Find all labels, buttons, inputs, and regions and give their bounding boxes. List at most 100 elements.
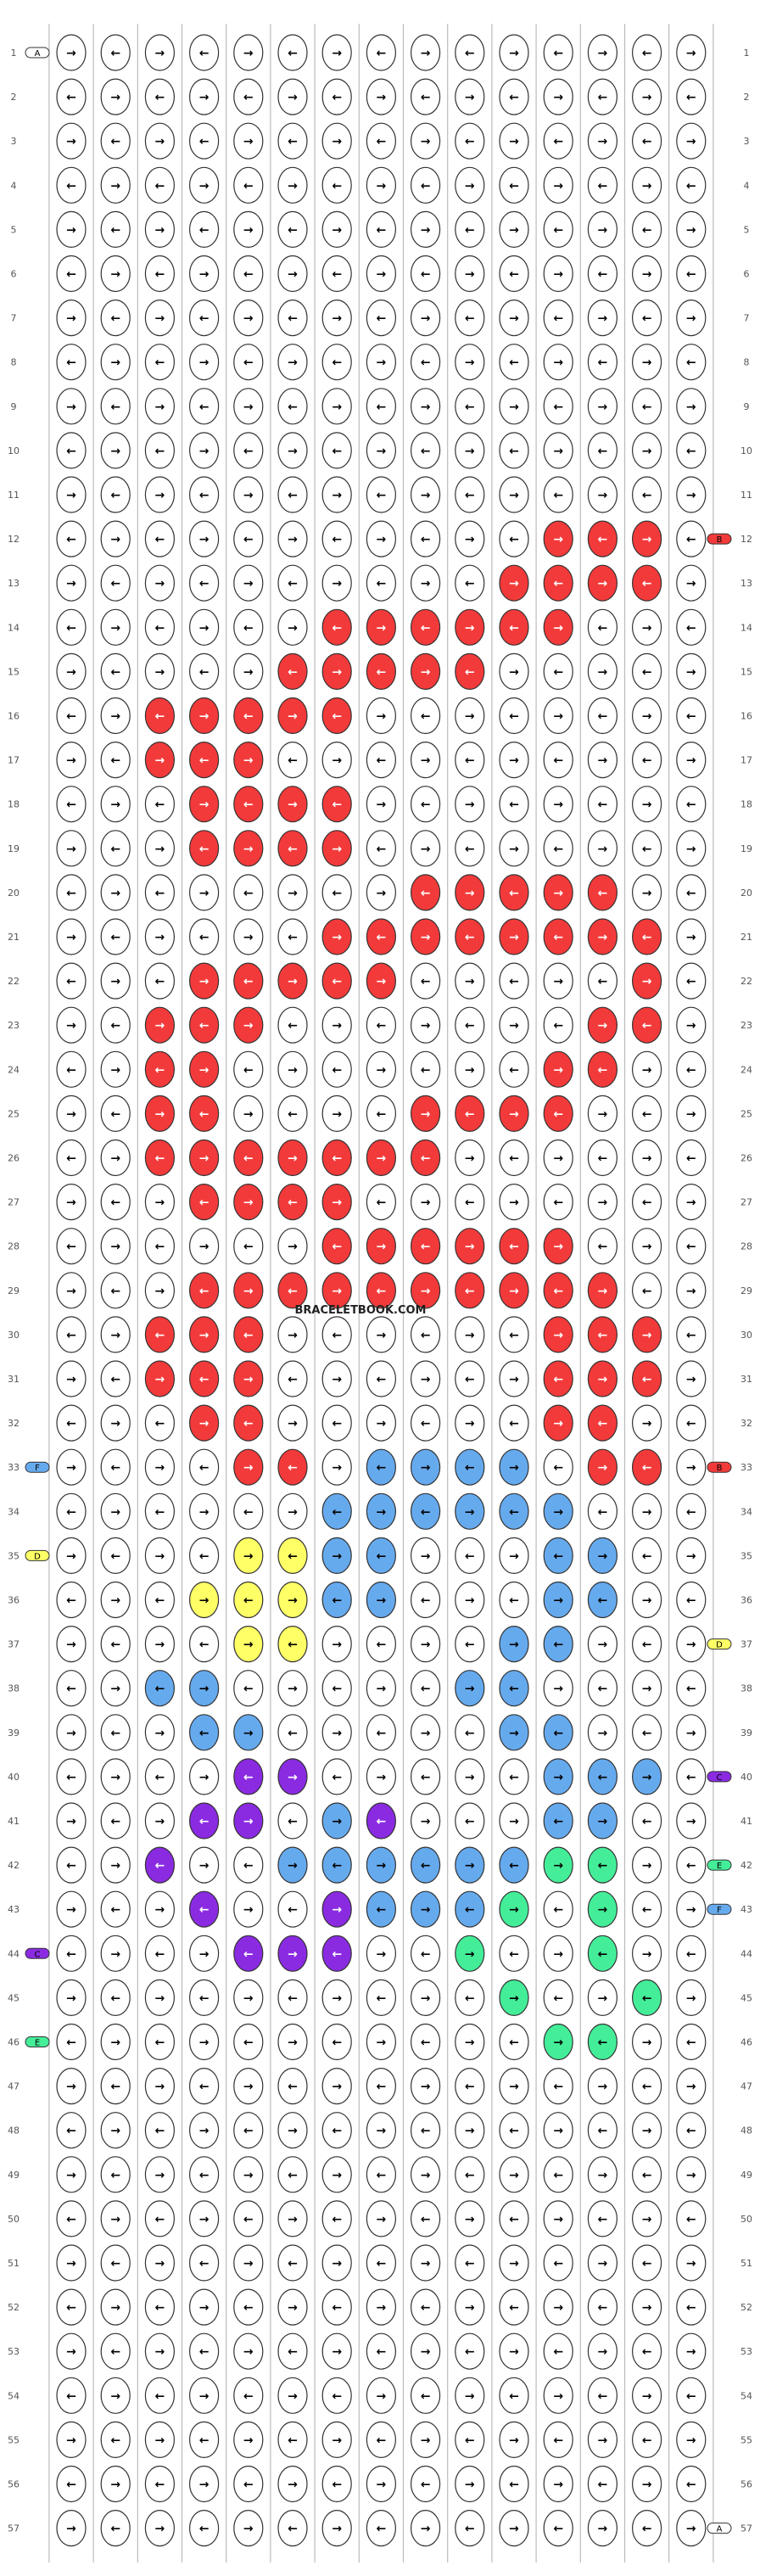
knot: → — [277, 255, 308, 293]
right-color-marker: E — [707, 1859, 732, 1871]
left-color-marker: D — [25, 1549, 50, 1561]
knot-arrow-icon: ← — [553, 489, 563, 502]
knot: ← — [543, 1625, 573, 1663]
knot: ← — [587, 1935, 618, 1972]
knot: ← — [277, 564, 308, 602]
row-label-left: 36 — [8, 1595, 20, 1606]
knot-arrow-icon: → — [421, 1638, 431, 1652]
knot: ← — [366, 1360, 396, 1397]
knot-arrow-icon: ← — [465, 1285, 475, 1298]
knot-arrow-icon: → — [642, 533, 652, 546]
knot-arrow-icon: → — [155, 2433, 165, 2447]
knot-arrow-icon: ← — [465, 577, 475, 591]
knot: → — [277, 2377, 308, 2414]
knot-arrow-icon: ← — [509, 1947, 519, 1961]
knot-arrow-icon: ← — [465, 1373, 475, 1386]
knot: ← — [189, 741, 220, 779]
knot-arrow-icon: ← — [199, 931, 210, 944]
knot-arrow-icon: → — [377, 2213, 387, 2226]
knot: → — [455, 2288, 485, 2326]
knot-arrow-icon: → — [332, 1815, 342, 1828]
knot-arrow-icon: → — [465, 1063, 475, 1077]
knot: → — [631, 2465, 662, 2503]
knot: → — [233, 564, 264, 602]
knot: → — [587, 1006, 618, 1044]
knot: → — [455, 2465, 485, 2503]
knot: ← — [455, 1537, 485, 1575]
knot-arrow-icon: → — [377, 1152, 387, 1166]
knot: → — [499, 1006, 529, 1044]
knot-arrow-icon: ← — [66, 179, 76, 193]
knot-arrow-icon: → — [421, 665, 431, 679]
knot: ← — [233, 2465, 264, 2503]
knot-arrow-icon: → — [509, 2433, 519, 2447]
knot-arrow-icon: ← — [598, 1329, 608, 1342]
knot-arrow-icon: → — [377, 445, 387, 458]
knot-arrow-icon: ← — [332, 1152, 342, 1166]
knot: → — [56, 2156, 87, 2193]
knot: → — [277, 1228, 308, 1265]
knot-arrow-icon: → — [288, 1947, 298, 1961]
knot: ← — [455, 210, 485, 248]
knot-arrow-icon: ← — [642, 843, 652, 856]
knot: ← — [233, 2023, 264, 2061]
knot-arrow-icon: ← — [155, 1683, 165, 1696]
knot-arrow-icon: → — [110, 1771, 120, 1784]
row-label-right: 51 — [740, 2258, 752, 2269]
knot-arrow-icon: → — [110, 179, 120, 193]
knot: → — [189, 1316, 220, 1353]
knot: → — [56, 1006, 87, 1044]
knot: ← — [100, 652, 131, 691]
knot: ← — [189, 1272, 220, 1309]
knot-arrow-icon: → — [377, 1063, 387, 1077]
knot: ← — [144, 2288, 175, 2326]
knot: ← — [587, 608, 618, 646]
knot-arrow-icon: ← — [243, 2389, 254, 2403]
knot: ← — [366, 1006, 396, 1044]
knot: ← — [366, 1714, 396, 1751]
knot: ← — [100, 830, 131, 867]
knot: ← — [100, 1006, 131, 1044]
knot: ← — [543, 210, 573, 248]
knot-arrow-icon: ← — [421, 2478, 431, 2492]
knot: ← — [189, 652, 220, 691]
knot-arrow-icon: ← — [598, 1771, 608, 1784]
knot: → — [631, 1228, 662, 1265]
knot: ← — [144, 1581, 175, 1619]
knot-arrow-icon: ← — [421, 1240, 431, 1254]
knot: ← — [499, 2023, 529, 2061]
knot: ← — [144, 1846, 175, 1884]
knot-arrow-icon: → — [199, 1417, 210, 1431]
knot: → — [233, 388, 264, 425]
knot: ← — [676, 255, 707, 293]
knot: ← — [277, 1979, 308, 2016]
knot: ← — [587, 874, 618, 911]
knot: ← — [277, 1448, 308, 1486]
knot: → — [543, 2465, 573, 2503]
knot-arrow-icon: → — [66, 400, 76, 414]
knot-arrow-icon: ← — [686, 1947, 696, 1961]
knot: → — [455, 962, 485, 1000]
knot: ← — [676, 166, 707, 204]
knot-arrow-icon: → — [421, 489, 431, 502]
knot-arrow-icon: → — [66, 754, 76, 768]
knot: → — [321, 2244, 352, 2282]
knot: ← — [100, 210, 131, 248]
knot-arrow-icon: → — [509, 2523, 519, 2536]
knot-arrow-icon: → — [598, 1373, 608, 1386]
knot: → — [366, 520, 396, 557]
knot: ← — [144, 1404, 175, 1442]
knot: → — [277, 1935, 308, 1972]
knot-arrow-icon: ← — [199, 223, 210, 237]
knot-arrow-icon: → — [642, 1417, 652, 1431]
knot: ← — [499, 2200, 529, 2237]
knot-arrow-icon: ← — [421, 2301, 431, 2315]
knot-arrow-icon: → — [553, 1947, 563, 1961]
knot-arrow-icon: ← — [66, 91, 76, 104]
knot-arrow-icon: → — [642, 2389, 652, 2403]
knot: ← — [144, 432, 175, 469]
knot: → — [366, 1670, 396, 1707]
knot-arrow-icon: ← — [686, 2478, 696, 2492]
knot: ← — [277, 2244, 308, 2282]
knot-arrow-icon: → — [199, 1152, 210, 1166]
